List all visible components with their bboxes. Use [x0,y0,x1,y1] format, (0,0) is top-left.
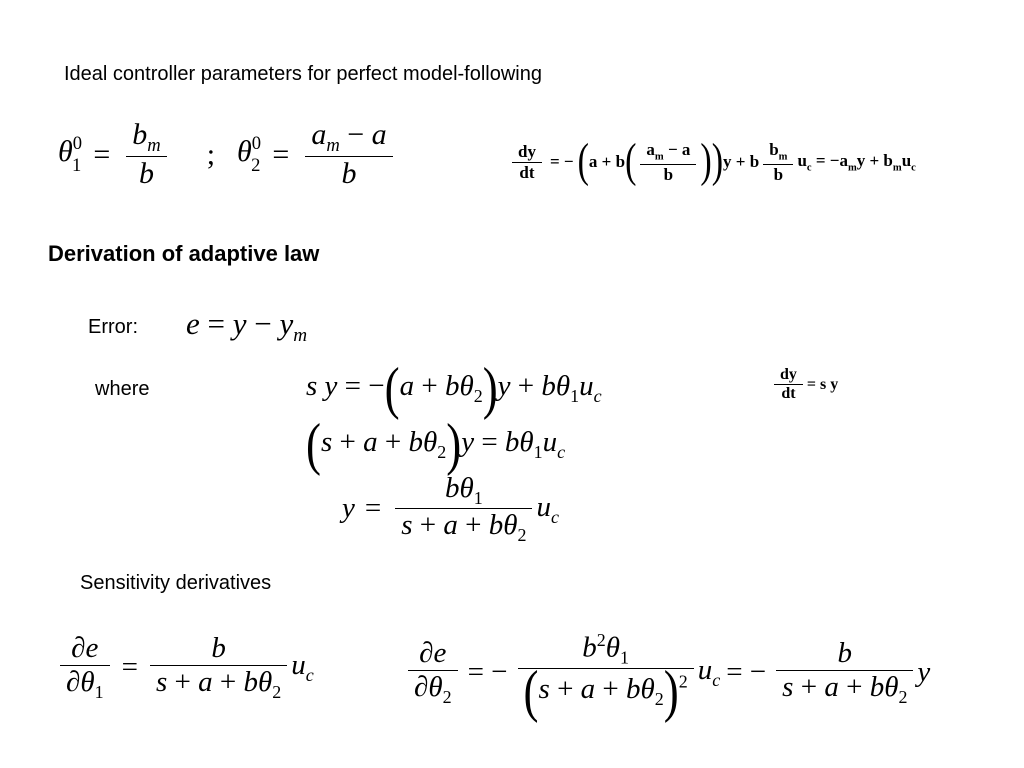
label-where: where [95,378,150,400]
label-error: Error: [88,316,138,338]
heading-ideal-controller: Ideal controller parameters for perfect … [64,63,542,85]
equation-sy: s y = −(a + bθ2)y + bθ1uc [306,355,602,421]
equation-error: e = y − ym [186,306,308,347]
heading-derivation: Derivation of adaptive law [48,241,320,266]
heading-sensitivity: Sensitivity derivatives [80,572,272,594]
equation-closed-loop: (s + a + bθ2)y = bθ1uc [306,411,566,477]
